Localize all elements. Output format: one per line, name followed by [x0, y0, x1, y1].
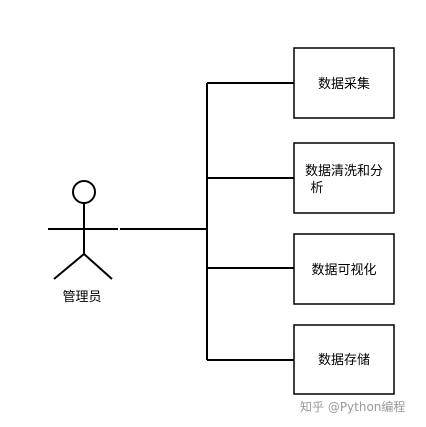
box-label-line-1: 数据清洗和分	[305, 164, 383, 179]
actor-head	[72, 180, 96, 204]
actor-label: 管理员	[62, 290, 101, 305]
watermark: 知乎 @Python编程	[300, 399, 405, 414]
box-data-visualization: 数据可视化	[293, 233, 395, 305]
box-data-cleaning-analysis: 数据清洗和分 析	[293, 142, 395, 214]
box-label-line-2: 析	[310, 181, 323, 196]
box-label: 数据采集	[318, 76, 370, 92]
box-data-storage: 数据存储	[293, 324, 395, 395]
actor-right-leg	[83, 253, 113, 280]
box-label: 数据可视化	[311, 263, 376, 278]
box-frame	[293, 47, 395, 119]
box-frame	[293, 324, 395, 395]
box-data-collection: 数据采集	[293, 47, 395, 119]
box-frame	[293, 142, 395, 214]
box-frame	[293, 233, 395, 305]
actor-figure	[48, 180, 118, 280]
actor-left-leg	[53, 253, 85, 280]
connectors	[120, 82, 294, 361]
box-label: 数据存储	[318, 353, 370, 368]
